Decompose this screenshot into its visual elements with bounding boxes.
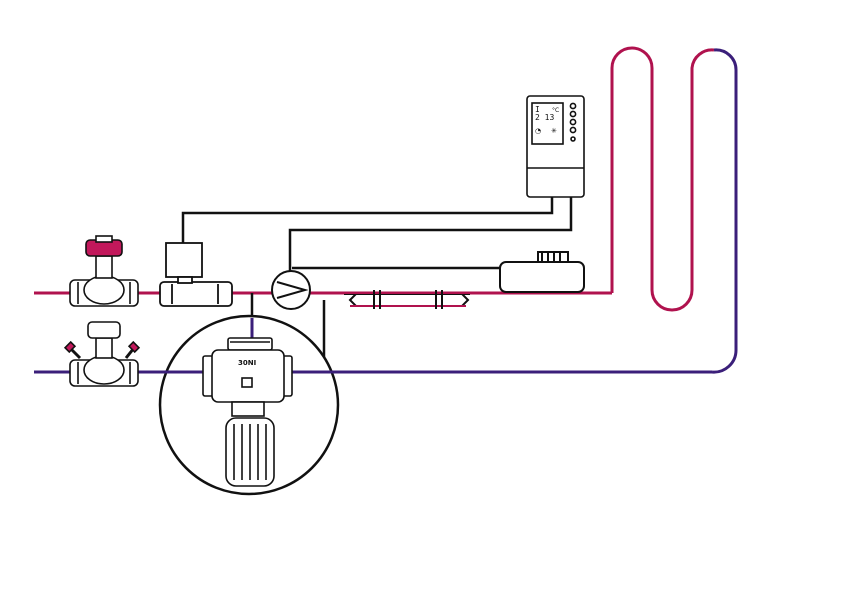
- valve-port-mark: [241, 377, 253, 388]
- actuator-head: [165, 242, 203, 278]
- valve-handwheel-cap: [95, 235, 113, 243]
- supply-balancing-valve: [69, 235, 139, 307]
- actuator-valve-body: [159, 281, 233, 307]
- valve-bottom-neck: [231, 401, 265, 417]
- valve-bulb: [83, 355, 125, 385]
- solenoid-actuator: [159, 242, 233, 307]
- sun-icon: ✳: [551, 127, 557, 135]
- valve-handwheel: [87, 321, 121, 339]
- room-controller: I 2 13 °C ◔ ✳: [526, 95, 585, 198]
- circulation-pump: [271, 270, 311, 310]
- controller-display: [531, 102, 564, 145]
- return-loop: [711, 48, 738, 374]
- display-unit: °C: [552, 107, 559, 114]
- exchanger-body: [344, 293, 470, 307]
- return-piping: [34, 48, 738, 374]
- pump-housing: [271, 270, 311, 310]
- test-point-cap: [127, 340, 141, 354]
- return-balancing-valve: [63, 321, 141, 387]
- valve-top-port: [227, 337, 273, 351]
- wire-controller-to-actuator: [181, 197, 554, 243]
- temperature-icon: ◔: [535, 127, 541, 135]
- expansion-tank: [499, 251, 585, 293]
- valve-center-body: [211, 349, 285, 403]
- test-point-cap: [63, 340, 77, 354]
- wire-controller-to-pump: [288, 197, 573, 276]
- controller-buttons: [569, 102, 577, 142]
- valve-label: 30NI: [238, 359, 256, 367]
- valve-stem: [95, 337, 113, 359]
- controller-button[interactable]: [569, 102, 577, 110]
- actuator-neck: [177, 276, 193, 284]
- display-line2: 2 13: [535, 113, 554, 122]
- pump-arrow: [276, 281, 309, 299]
- valve-bulb: [83, 275, 125, 305]
- display-line1: I: [535, 105, 540, 114]
- controller-button[interactable]: [570, 136, 576, 142]
- supply-loop: [610, 46, 715, 312]
- controller-button[interactable]: [569, 110, 577, 118]
- mixing-valve-detail: 30NI: [158, 314, 340, 496]
- tank-body: [499, 261, 585, 293]
- supply-piping: [34, 46, 715, 312]
- controller-button[interactable]: [569, 126, 577, 134]
- heat-exchanger: [344, 290, 472, 309]
- valve-stem: [95, 255, 113, 279]
- mixing-valve: 30NI: [202, 337, 293, 487]
- controller-button[interactable]: [569, 118, 577, 126]
